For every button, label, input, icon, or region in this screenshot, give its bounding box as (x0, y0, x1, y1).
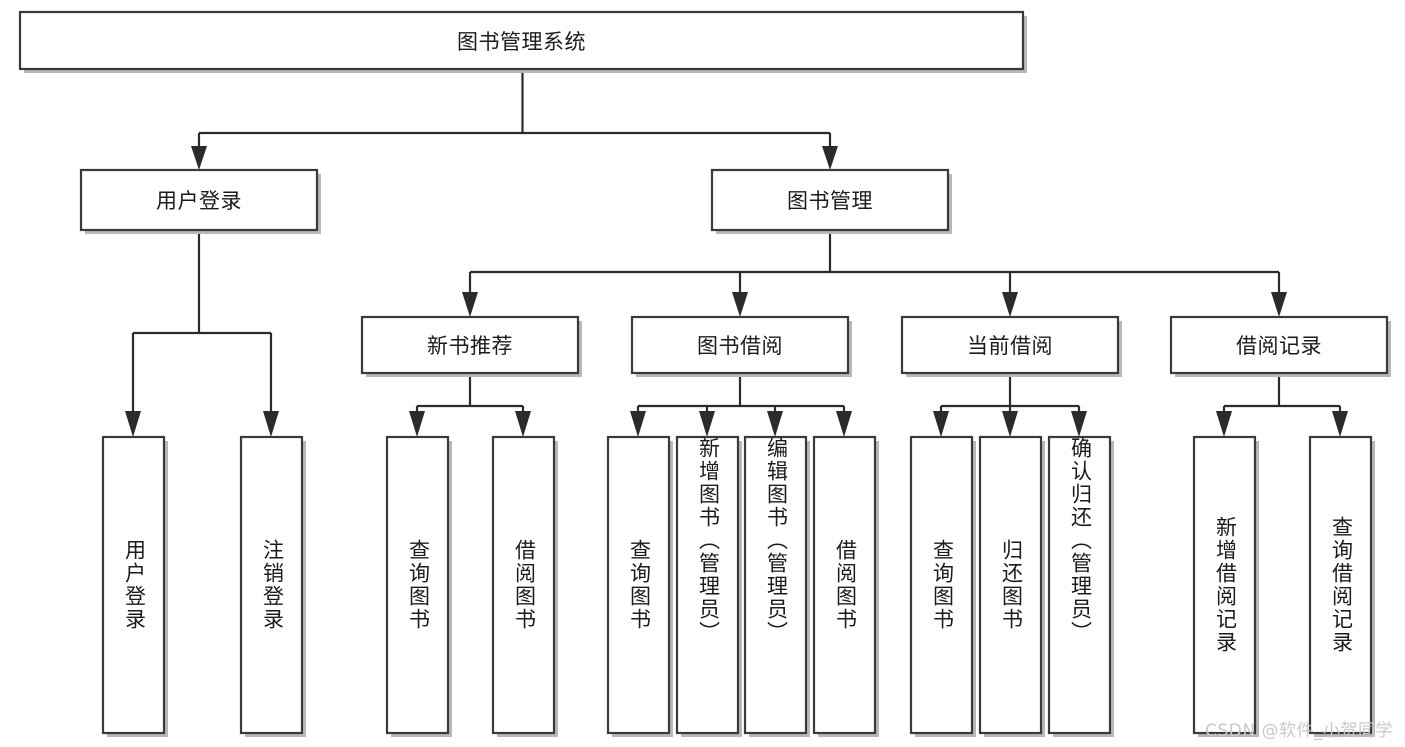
arrowhead-new-book-recommend (462, 292, 478, 317)
connector-group-user-login (125, 232, 279, 437)
connector-group-book-manage (462, 232, 1287, 317)
arrowhead-book-manage (822, 146, 838, 170)
leaf-add-record-box[interactable] (1192, 435, 1257, 735)
leaf-query-book-3-box[interactable] (909, 435, 974, 735)
leaf-borrow-book-2-box[interactable] (812, 435, 877, 735)
node-boxes (18, 10, 1391, 737)
root-box[interactable] (18, 10, 1025, 71)
arrowhead-borrow-record (1271, 292, 1287, 317)
connector-group-borrow-record (1216, 375, 1348, 437)
book-borrow-box[interactable] (630, 315, 850, 375)
connector-group-current-borrow (933, 375, 1087, 437)
arrowhead-leaf-query-book-2 (630, 411, 646, 437)
arrowhead-leaf-query-book-3 (933, 411, 949, 437)
leaf-confirm-return-box[interactable] (1047, 435, 1112, 735)
leaf-borrow-book-1-box[interactable] (491, 435, 556, 735)
arrowhead-leaf-borrow-book-2 (836, 411, 852, 437)
connector-group-new-book-recommend (409, 375, 531, 437)
arrowhead-current-borrow (1002, 292, 1018, 317)
user-login-box[interactable] (79, 168, 319, 232)
leaf-query-record-box[interactable] (1308, 435, 1373, 735)
new-book-recommend-box[interactable] (360, 315, 580, 375)
leaf-add-book-box[interactable] (675, 435, 740, 735)
arrowhead-leaf-edit-book (767, 411, 783, 437)
arrowhead-leaf-user-login (125, 411, 141, 437)
leaf-logout-login-box[interactable] (239, 435, 304, 735)
leaf-edit-book-box[interactable] (743, 435, 808, 735)
borrow-record-box[interactable] (1169, 315, 1389, 375)
arrowhead-user-login (191, 146, 207, 170)
arrowhead-leaf-return-book (1002, 411, 1018, 437)
arrowhead-leaf-logout-login (263, 411, 279, 437)
arrowhead-leaf-confirm-return (1071, 411, 1087, 437)
leaf-query-book-1-box[interactable] (385, 435, 450, 735)
arrowhead-leaf-borrow-book-1 (515, 411, 531, 437)
arrowhead-book-borrow (732, 292, 748, 317)
arrowhead-leaf-query-record (1332, 411, 1348, 437)
arrowhead-leaf-query-book-1 (409, 411, 425, 437)
leaf-query-book-2-box[interactable] (606, 435, 671, 735)
arrowhead-leaf-add-record (1216, 411, 1232, 437)
arrowhead-leaf-add-book (699, 411, 715, 437)
current-borrow-box[interactable] (900, 315, 1120, 375)
connector-group-root (191, 69, 838, 170)
connector-group-book-borrow (630, 375, 852, 437)
book-manage-box[interactable] (710, 168, 950, 232)
leaf-return-book-box[interactable] (978, 435, 1043, 735)
leaf-user-login-box[interactable] (101, 435, 166, 735)
